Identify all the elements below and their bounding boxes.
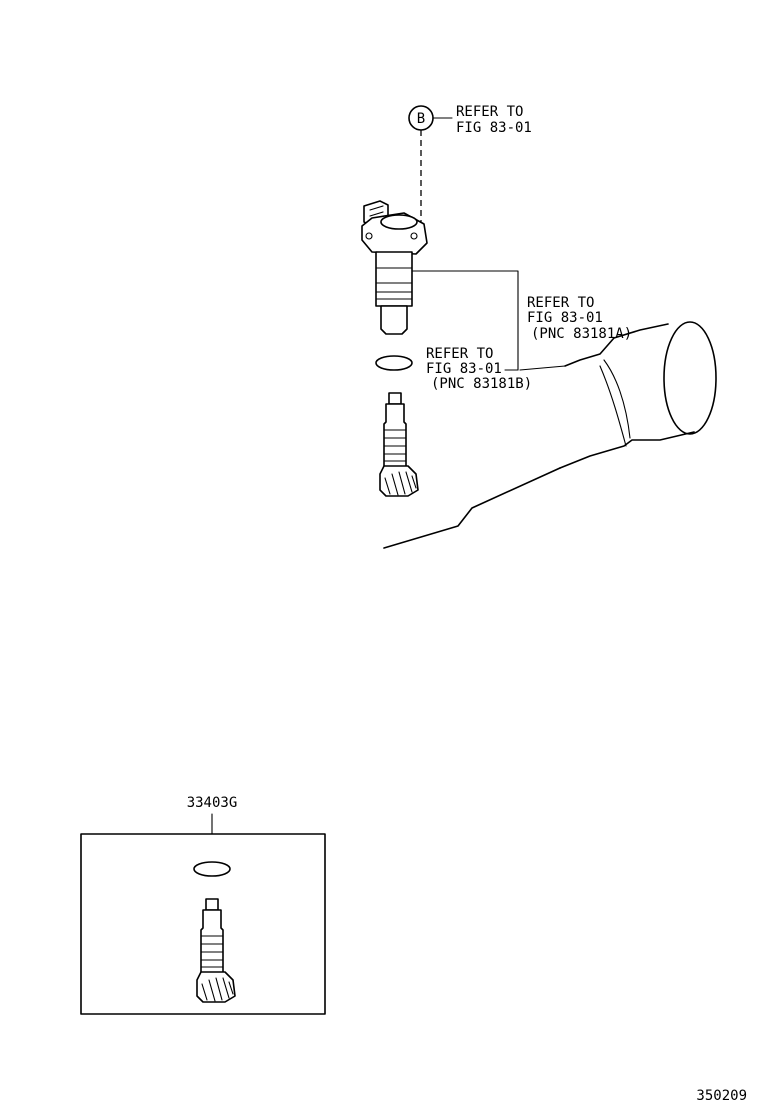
transmission-housing (383, 321, 717, 549)
pnc-b-refer-line3: (PNC 83181B) (431, 376, 532, 392)
kit-o-ring[interactable] (193, 861, 231, 877)
pnc-a-refer-line3: (PNC 83181A) (531, 326, 632, 342)
kit-driven-gear-shaft[interactable] (196, 898, 236, 1003)
pnc-a-refer-line1: REFER TO (527, 295, 594, 311)
marker-b-refer-line1: REFER TO (456, 104, 523, 120)
reference-marker-b-letter: B (417, 111, 425, 127)
driven-gear-shaft[interactable] (379, 392, 419, 497)
marker-b-refer-line2: FIG 83-01 (456, 120, 532, 136)
pnc-a-refer-line2: FIG 83-01 (527, 310, 603, 326)
pnc-b-refer-line1: REFER TO (426, 346, 493, 362)
kit-part-number: 33403G (187, 795, 238, 811)
pnc-b-refer-line2: FIG 83-01 (426, 361, 502, 377)
speed-sensor[interactable] (361, 200, 428, 335)
reference-marker-b[interactable]: B (408, 105, 434, 131)
sensor-bracket-line (411, 270, 519, 371)
figure-id: 350209 (696, 1088, 747, 1104)
o-ring[interactable] (375, 355, 413, 371)
kit-box[interactable] (80, 833, 326, 1015)
